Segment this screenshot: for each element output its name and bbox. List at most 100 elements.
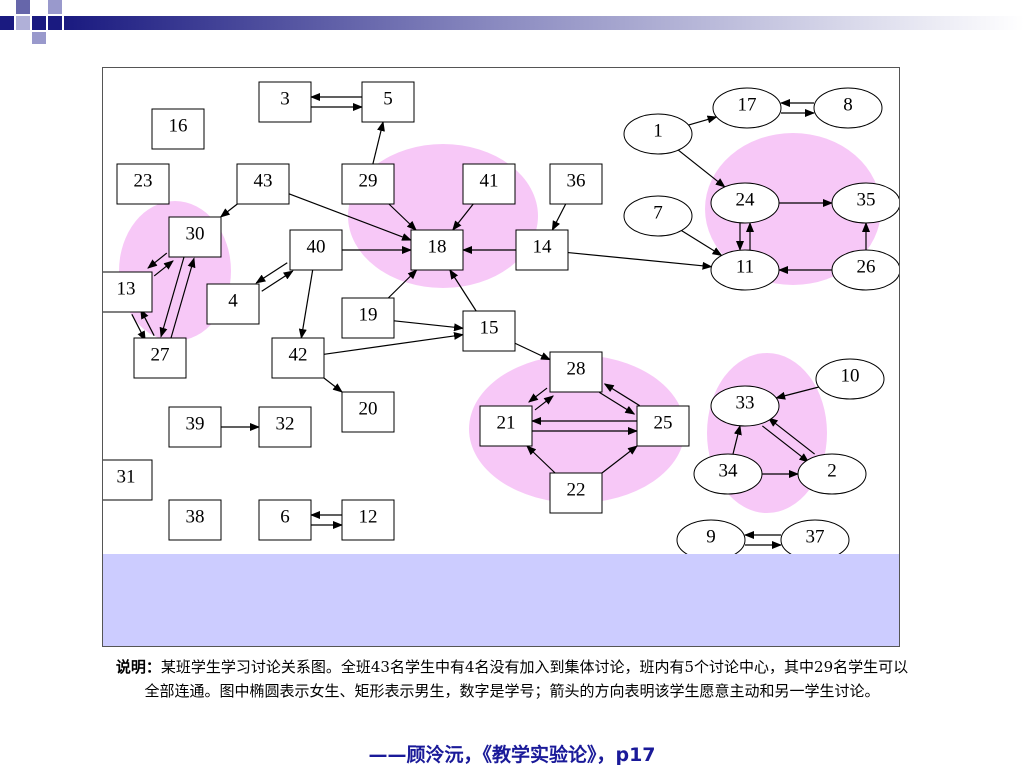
edge-13-to-30 — [153, 260, 174, 277]
edge-30-to-13 — [147, 252, 168, 269]
edge-27-to-13 — [140, 308, 155, 336]
node-label-10: 10 — [841, 365, 860, 386]
highlight-region — [469, 355, 685, 503]
node-label-38: 38 — [186, 506, 205, 527]
female-student-node-24: 24 — [710, 182, 780, 224]
edge-40-to-4 — [255, 262, 288, 284]
male-student-node-19: 19 — [341, 297, 395, 339]
male-student-node-12: 12 — [341, 499, 395, 541]
female-student-node-9: 9 — [676, 519, 746, 554]
male-student-node-15: 15 — [462, 310, 516, 352]
male-student-node-39: 39 — [168, 406, 222, 448]
node-label-39: 39 — [186, 413, 205, 434]
node-label-4: 4 — [228, 290, 238, 311]
edge-19-to-18 — [387, 269, 418, 299]
edge-43-to-18 — [288, 193, 412, 241]
node-label-1: 1 — [653, 120, 663, 141]
node-label-28: 28 — [567, 358, 586, 379]
male-student-node-28: 28 — [549, 351, 603, 393]
edge-41-to-18 — [452, 203, 474, 231]
edge-42-to-20 — [323, 377, 343, 393]
male-student-node-31: 31 — [103, 459, 153, 501]
node-label-17: 17 — [738, 94, 757, 115]
edge-15-to-28 — [514, 342, 551, 361]
male-student-node-20: 20 — [341, 391, 395, 433]
male-student-node-29: 29 — [341, 163, 395, 205]
female-student-node-34: 34 — [693, 453, 763, 495]
node-label-37: 37 — [806, 526, 825, 547]
node-label-8: 8 — [843, 94, 853, 115]
diagram-blue-band — [103, 554, 899, 646]
edge-1-to-24 — [677, 149, 726, 188]
male-student-node-14: 14 — [515, 229, 569, 271]
edge-1-to-17 — [688, 115, 718, 126]
edge-29-to-18 — [388, 203, 417, 231]
node-label-12: 12 — [359, 506, 378, 527]
edge-22-to-25 — [601, 445, 638, 474]
female-student-node-7: 7 — [623, 195, 693, 237]
node-label-24: 24 — [736, 189, 756, 210]
edge-28-to-21 — [528, 387, 548, 403]
edge-28-to-25 — [599, 391, 636, 415]
male-student-node-42: 42 — [271, 337, 325, 379]
male-student-node-41: 41 — [462, 163, 516, 205]
caption: 说明：某班学生学习讨论关系图。全班43名学生中有4名没有加入到集体讨论，班内有5… — [112, 655, 912, 703]
male-student-node-43: 43 — [236, 163, 290, 205]
edge-30-to-27 — [159, 255, 185, 338]
node-label-36: 36 — [567, 170, 586, 191]
edge-40-to-42 — [298, 269, 314, 339]
male-student-node-13: 13 — [103, 271, 153, 313]
node-label-7: 7 — [653, 202, 663, 223]
node-label-31: 31 — [117, 466, 136, 487]
edge-36-to-14 — [551, 203, 567, 231]
node-label-30: 30 — [186, 223, 205, 244]
node-label-27: 27 — [151, 344, 170, 365]
female-student-node-1: 1 — [623, 113, 693, 155]
edge-2-to-33 — [767, 417, 816, 455]
caption-text: 某班学生学习讨论关系图。全班43名学生中有4名没有加入到集体讨论，班内有5个讨论… — [144, 658, 909, 700]
male-student-node-38: 38 — [168, 499, 222, 541]
highlight-region — [705, 133, 881, 285]
node-label-2: 2 — [827, 460, 837, 481]
node-label-19: 19 — [359, 304, 378, 325]
female-student-node-2: 2 — [797, 453, 867, 495]
edge-22-to-21 — [526, 445, 556, 474]
node-label-16: 16 — [169, 115, 188, 136]
node-label-15: 15 — [480, 317, 499, 338]
node-label-9: 9 — [706, 526, 716, 547]
edge-14-to-11 — [567, 251, 713, 270]
node-label-25: 25 — [654, 412, 673, 433]
node-label-40: 40 — [307, 236, 326, 257]
edge-10-to-33 — [775, 386, 819, 400]
female-student-node-8: 8 — [813, 87, 883, 129]
male-student-node-25: 25 — [636, 405, 690, 447]
edge-4-to-40 — [261, 270, 294, 292]
node-label-11: 11 — [736, 256, 754, 277]
node-label-42: 42 — [289, 344, 308, 365]
edge-15-to-18 — [449, 269, 477, 312]
male-student-node-36: 36 — [549, 163, 603, 205]
node-label-41: 41 — [480, 170, 499, 191]
node-label-33: 33 — [736, 392, 755, 413]
male-student-node-16: 16 — [151, 108, 205, 150]
male-student-node-22: 22 — [549, 472, 603, 514]
male-student-node-3: 3 — [258, 81, 312, 123]
edge-19-to-15 — [393, 320, 464, 332]
edge-42-to-15 — [323, 331, 464, 355]
edge-34-to-33 — [732, 424, 742, 455]
node-label-21: 21 — [497, 412, 516, 433]
male-student-node-32: 32 — [258, 406, 312, 448]
corner-decoration — [0, 0, 1024, 44]
node-label-6: 6 — [280, 506, 290, 527]
node-label-23: 23 — [134, 170, 153, 191]
male-student-node-40: 40 — [289, 229, 343, 271]
node-label-14: 14 — [533, 236, 553, 257]
female-student-node-10: 10 — [815, 358, 885, 400]
female-student-node-26: 26 — [831, 249, 899, 291]
female-student-node-11: 11 — [710, 249, 780, 291]
female-student-node-35: 35 — [831, 182, 899, 224]
edge-25-to-28 — [603, 383, 640, 407]
node-label-32: 32 — [276, 413, 295, 434]
node-label-29: 29 — [359, 170, 378, 191]
female-student-node-37: 37 — [780, 519, 850, 554]
